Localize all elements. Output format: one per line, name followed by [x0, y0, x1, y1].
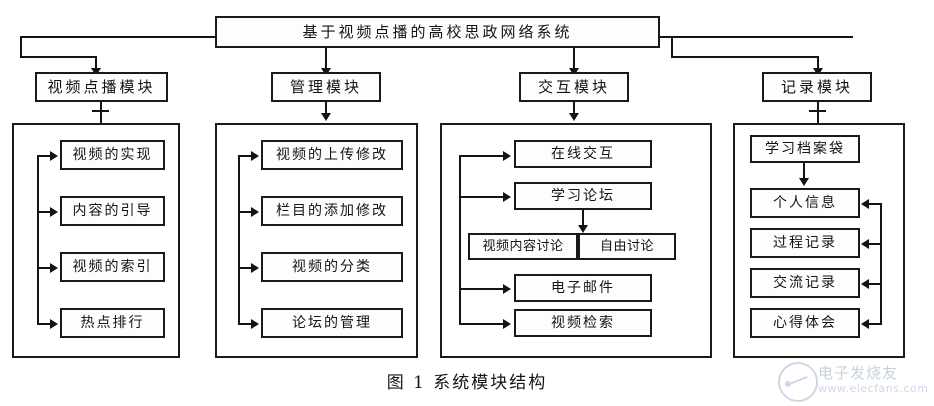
col4-branch-1 — [869, 203, 882, 205]
leaf-exchange-record: 交流记录 — [750, 268, 860, 298]
leaf-study-portfolio: 学习档案袋 — [750, 135, 860, 163]
leaf-content-guidance: 内容的引导 — [60, 196, 165, 226]
module-box-video-on-demand: 视频点播模块 — [35, 72, 168, 102]
col4-module-tee — [809, 110, 826, 112]
col3-branch-4 — [459, 323, 505, 325]
col3-arrow-1 — [503, 151, 511, 161]
root-title-box: 基于视频点播的高校思政网络系统 — [215, 16, 660, 48]
col2-branch-1 — [238, 155, 253, 157]
root-col3-down — [573, 48, 575, 70]
container-video-on-demand — [12, 123, 180, 358]
col4-arrow-2 — [861, 239, 869, 249]
col1-bus — [37, 155, 39, 323]
leaf-video-upload-edit: 视频的上传修改 — [261, 140, 403, 170]
root-branch-col1 — [20, 56, 97, 58]
col1-arrow-4 — [50, 319, 58, 329]
root-right-drop — [671, 36, 673, 58]
col3-forum-arrowhead — [578, 225, 588, 233]
root-col2-down — [325, 48, 327, 70]
leaf-study-forum: 学习论坛 — [514, 182, 652, 210]
col3-branch-2 — [459, 196, 505, 198]
leaf-video-category: 视频的分类 — [261, 252, 403, 282]
cut-off-header-text — [300, 0, 930, 2]
leaf-video-index: 视频的索引 — [60, 252, 165, 282]
leaf-forum-management: 论坛的管理 — [261, 308, 403, 338]
module-box-management: 管理模块 — [271, 72, 381, 102]
col1-branch-4 — [37, 323, 52, 325]
leaf-hot-ranking: 热点排行 — [60, 308, 165, 338]
figure-caption: 图 1 系统模块结构 — [386, 373, 548, 393]
col3-branch-1 — [459, 155, 505, 157]
root-col1-down — [95, 56, 97, 70]
module-box-record: 记录模块 — [762, 72, 872, 102]
col1-branch-3 — [37, 267, 52, 269]
col4-branch-4 — [869, 323, 882, 325]
col2-arrow-3 — [251, 263, 259, 273]
root-col4-down — [817, 56, 819, 70]
col4-arrow-1 — [861, 199, 869, 209]
col1-branch-1 — [37, 155, 52, 157]
root-right-stub — [658, 36, 853, 38]
col4-portfolio-down — [803, 163, 805, 180]
col4-branch-3 — [869, 283, 882, 285]
col3-bus — [459, 155, 461, 323]
col3-arrow-2 — [503, 192, 511, 202]
col3-module-line — [573, 102, 575, 115]
col4-arrow-3 — [861, 279, 869, 289]
leaf-personal-info: 个人信息 — [750, 188, 860, 218]
col1-arrow-1 — [50, 151, 58, 161]
col4-portfolio-arrowhead — [799, 178, 809, 186]
leaf-free-discussion: 自由讨论 — [578, 233, 676, 260]
leaf-process-record: 过程记录 — [750, 228, 860, 258]
col2-branch-3 — [238, 267, 253, 269]
col1-module-to-container-line — [100, 102, 102, 123]
leaf-reflection: 心得体会 — [750, 308, 860, 338]
col2-bus — [238, 155, 240, 323]
col1-branch-2 — [37, 211, 52, 213]
col4-bus — [880, 203, 882, 323]
root-branch-col4 — [671, 56, 819, 58]
col2-branch-2 — [238, 211, 253, 213]
col3-arrow-4 — [503, 319, 511, 329]
root-left-stub — [20, 36, 217, 38]
col2-module-arrowhead — [321, 113, 331, 121]
col2-arrow-1 — [251, 151, 259, 161]
leaf-video-search: 视频检索 — [514, 309, 652, 337]
col3-arrow-3 — [503, 284, 511, 294]
col4-module-to-container-line — [817, 102, 819, 123]
leaf-video-content-discussion: 视频内容讨论 — [468, 233, 578, 260]
col2-module-line — [325, 102, 327, 115]
col1-arrow-3 — [50, 263, 58, 273]
col3-module-arrowhead — [569, 113, 579, 121]
col3-forum-down — [582, 210, 584, 227]
module-box-interaction: 交互模块 — [519, 72, 629, 102]
root-left-drop — [20, 36, 22, 58]
leaf-email: 电子邮件 — [514, 274, 652, 302]
col4-arrow-4 — [861, 319, 869, 329]
col2-arrow-4 — [251, 319, 259, 329]
col2-arrow-2 — [251, 207, 259, 217]
leaf-video-implementation: 视频的实现 — [60, 140, 165, 170]
container-record — [733, 123, 905, 358]
leaf-column-add-edit: 栏目的添加修改 — [261, 196, 403, 226]
col1-module-tee — [92, 110, 109, 112]
container-interaction — [440, 123, 712, 358]
leaf-online-interaction: 在线交互 — [514, 140, 652, 168]
col4-branch-2 — [869, 243, 882, 245]
col1-arrow-2 — [50, 207, 58, 217]
col3-branch-3 — [459, 288, 505, 290]
col2-branch-4 — [238, 323, 253, 325]
container-management — [215, 123, 418, 358]
